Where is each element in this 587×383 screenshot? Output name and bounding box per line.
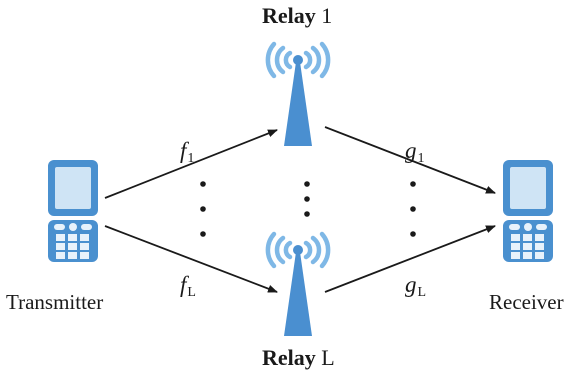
transmitter-label: Transmitter — [6, 290, 104, 314]
ellipsis-dot — [200, 206, 206, 212]
channel-g1-label: g1 — [405, 138, 425, 167]
channel-fl-symbol: f — [180, 272, 187, 297]
ellipsis-dot — [410, 181, 416, 187]
ellipsis-dot — [304, 196, 310, 202]
channel-gl-symbol: g — [405, 272, 417, 297]
relay-l-word: Relay — [262, 345, 316, 370]
relay-1-label: Relay 1 — [262, 3, 332, 29]
arrow-relay-1-to-receiver — [324, 126, 496, 194]
ellipsis-dot — [304, 211, 310, 217]
channel-fl-label: fL — [180, 272, 196, 301]
channel-g1-subscript: 1 — [417, 151, 425, 166]
channel-gl-label: gL — [405, 272, 426, 301]
arrow-relay-l-to-receiver — [324, 225, 496, 293]
ellipsis-dot — [200, 231, 206, 237]
channel-fl-subscript: L — [187, 285, 196, 300]
arrow-transmitter-to-relay-l — [104, 225, 278, 293]
relay-1-index: 1 — [321, 3, 333, 28]
channel-g1-symbol: g — [405, 138, 417, 163]
ellipsis-dot — [304, 181, 310, 187]
ellipsis-dot — [410, 206, 416, 212]
ellipsis-dot — [410, 231, 416, 237]
channel-gl-subscript: L — [417, 285, 427, 300]
arrow-transmitter-to-relay-1 — [104, 129, 278, 199]
receiver-label: Receiver — [489, 290, 564, 314]
channel-f1-label: f1 — [180, 138, 194, 167]
channel-f1-symbol: f — [180, 138, 187, 163]
channel-f1-subscript: 1 — [187, 151, 195, 166]
ellipsis-dot — [200, 181, 206, 187]
transmitter-phone-icon — [48, 160, 98, 262]
receiver-phone-icon — [503, 160, 553, 262]
relay-l-index: L — [321, 345, 335, 370]
relay-1-word: Relay — [262, 3, 316, 28]
relay-l-tower-icon — [268, 234, 328, 336]
relay-l-label: Relay L — [262, 345, 335, 371]
